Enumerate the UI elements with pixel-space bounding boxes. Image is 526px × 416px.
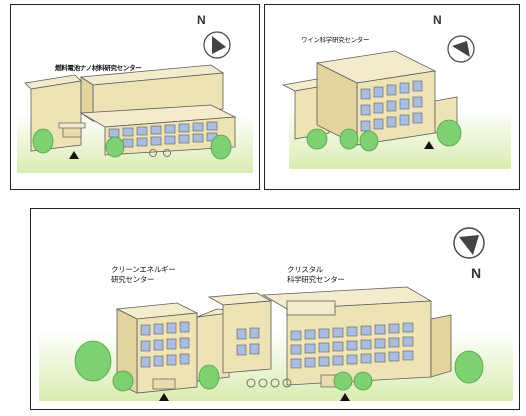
wine-center-label: ワイン科学研究センター (301, 36, 370, 44)
window-grid (108, 121, 218, 149)
entrance-marker-icon (69, 151, 79, 159)
panel-clean-crystal-centers: N クリーンエネルギー 研究センター クリスタル 科学研究センター (30, 208, 520, 410)
building-main-side (316, 62, 358, 146)
compass-icon (453, 227, 485, 259)
clean-center-label-line1: クリーンエネルギー (111, 265, 176, 274)
window-grid (360, 80, 423, 132)
building-main-side (80, 76, 94, 122)
crystal-center-label-line2: 科学研究センター (287, 275, 345, 284)
north-label: N (197, 13, 206, 27)
north-label: N (433, 13, 442, 27)
planters (149, 149, 171, 157)
entrance-marker-icon (340, 393, 350, 401)
trees (306, 119, 462, 152)
clean-crystal-building-illustration (39, 227, 513, 401)
entrance-marker-icon (424, 141, 434, 149)
entrance-canopy (58, 122, 86, 129)
north-label: N (471, 265, 482, 281)
clean-entrance (152, 378, 176, 390)
trees (32, 128, 232, 160)
crystal-wing-front (430, 314, 452, 378)
clean-window-grid (140, 321, 190, 368)
wine-building-illustration (281, 35, 511, 169)
trees (74, 340, 484, 392)
crystal-tower-front (222, 300, 272, 374)
fuel-cell-center-label: 燃料電池ナノ材料研究センター (55, 64, 142, 72)
planters (246, 378, 292, 388)
roof-structure (286, 300, 336, 316)
compass-icon (447, 35, 475, 63)
entrance-marker-icon (159, 393, 169, 401)
compass-icon (203, 31, 231, 59)
entrance (62, 126, 82, 138)
fuel-cell-building-illustration (17, 31, 253, 173)
panel-fuel-cell-center: N 燃料電池ナノ材料研究センター (10, 4, 260, 190)
crystal-center-label-line1: クリスタル (287, 265, 323, 274)
panel-wine-center: N ワイン科学研究センター (264, 4, 520, 190)
clean-center-label-line2: 研究センター (111, 275, 155, 284)
crystal-window-grid (236, 322, 414, 369)
